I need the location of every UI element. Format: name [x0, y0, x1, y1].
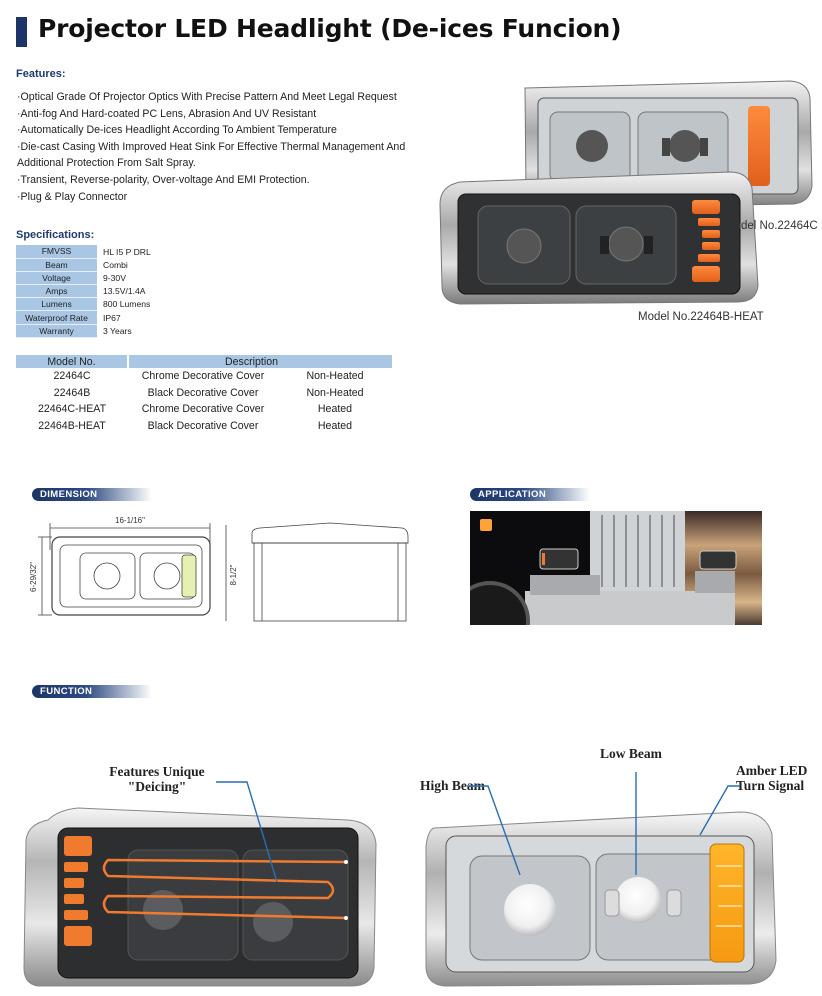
spec-row: Amps 13.5V/1.4A	[16, 284, 151, 299]
model-heat: Heated	[317, 403, 353, 416]
spec-key: Lumens	[16, 297, 97, 312]
spec-row: Voltage 9-30V	[16, 271, 151, 286]
callout-low-beam: Low Beam	[600, 746, 662, 761]
model-no: 22464B	[53, 386, 91, 399]
application-photo-truck	[470, 511, 762, 625]
model-description: Black Decorative Cover	[147, 419, 259, 432]
spec-row: Beam Combi	[16, 258, 151, 272]
column-header-heat	[278, 355, 392, 368]
model-heat: Non-Heated	[306, 370, 364, 383]
caption-model-22464b-heat: Model No.22464B-HEAT	[638, 311, 764, 323]
table-row: 22464B-HEAT Black Decorative Cover Heated	[16, 418, 392, 435]
feature-item: Plug & Play Connector	[17, 189, 405, 206]
caption-model-22464c: Model No.22464C	[725, 220, 818, 232]
headlight-black-front	[439, 171, 759, 305]
feature-item: Anti-fog And Hard-coated PC Lens, Abrasi…	[17, 106, 405, 123]
feature-item-continuation: Additional Protection From Salt Spray.	[17, 157, 196, 170]
callout-turn-line1: Amber LED	[736, 763, 808, 778]
column-header-description: Description	[128, 355, 278, 368]
models-table: Model No. Description 22464C Chrome Decor…	[16, 355, 392, 434]
model-heat: Non-Heated	[306, 386, 364, 399]
model-no: 22464B-HEAT	[38, 419, 106, 432]
spec-value: 3 Years	[103, 325, 132, 336]
page-title: Projector LED Headlight (De-ices Funcion…	[38, 14, 622, 43]
section-label-function: FUNCTION	[32, 685, 152, 698]
model-no: 22464C	[53, 370, 91, 383]
spec-value: 800 Lumens	[103, 299, 151, 310]
dimension-depth-label: 8-1/2"	[229, 564, 238, 585]
spec-value: IP67	[103, 312, 121, 323]
spec-value: Combi	[103, 259, 128, 270]
model-description: Chrome Decorative Cover	[141, 370, 265, 383]
models-header-row: Model No. Description	[16, 355, 392, 368]
feature-item: Automatically De-ices Headlight Accordin…	[17, 122, 405, 139]
table-row: 22464B Black Decorative Cover Non-Heated	[16, 385, 392, 402]
function-photo-chrome-headlight	[425, 811, 777, 987]
spec-key: FMVSS	[16, 245, 97, 259]
model-description: Black Decorative Cover	[147, 386, 259, 399]
spec-value: 9-30V	[103, 272, 126, 283]
callout-deicing-line2: "Deicing"	[127, 779, 187, 794]
feature-item: Die-cast Casing With Improved Heat Sink …	[17, 139, 406, 156]
model-no: 22464C-HEAT	[37, 403, 107, 416]
deicing-heating-wire	[102, 858, 347, 920]
product-photo-headlights	[439, 80, 813, 305]
headlight-chrome-rear	[524, 80, 813, 209]
callout-deicing: Features Unique "Deicing"	[102, 764, 212, 794]
spec-key: Waterproof Rate	[16, 310, 97, 325]
spec-row: FMVSS HL I5 P DRL	[16, 245, 151, 259]
spec-value: 13.5V/1.4A	[103, 286, 146, 297]
features-list: Optical Grade Of Projector Optics With P…	[17, 89, 405, 205]
spec-row: Lumens 800 Lumens	[16, 297, 151, 312]
features-heading: Features:	[16, 68, 66, 80]
callout-turn-line2: Turn Signal	[736, 778, 805, 793]
dimension-height-label: 6-29/32"	[30, 562, 38, 592]
spec-key: Amps	[16, 284, 97, 299]
feature-item: Optical Grade Of Projector Optics With P…	[17, 89, 405, 106]
callout-high-beam: High Beam	[420, 778, 485, 793]
dimension-drawing: 16-1/16" 6-29/32" 8-1/2"	[30, 516, 409, 622]
model-heat: Heated	[317, 419, 353, 432]
column-header-model: Model No.	[16, 355, 129, 368]
feature-item: Transient, Reverse-polarity, Over-voltag…	[17, 172, 405, 189]
model-description: Chrome Decorative Cover	[141, 403, 265, 416]
spec-row: Warranty 3 Years	[16, 324, 151, 338]
spec-key: Warranty	[16, 324, 97, 338]
spec-key: Voltage	[16, 271, 97, 286]
spec-value: HL I5 P DRL	[103, 246, 151, 257]
specifications-heading: Specifications:	[16, 229, 95, 241]
callout-turn-signal: Amber LED Turn Signal	[736, 763, 807, 793]
spec-row: Waterproof Rate IP67	[16, 310, 151, 325]
spec-key: Beam	[16, 258, 97, 272]
table-row: 22464C Chrome Decorative Cover Non-Heated	[16, 368, 392, 385]
callout-deicing-line1: Features Unique	[109, 764, 205, 779]
table-row: 22464C-HEAT Chrome Decorative Cover Heated	[16, 401, 392, 418]
section-label-dimension: DIMENSION	[32, 488, 152, 501]
title-accent-bar	[16, 17, 27, 47]
function-photo-deicing-headlight	[23, 807, 377, 987]
dimension-width-label: 16-1/16"	[115, 516, 145, 525]
section-label-application: APPLICATION	[470, 488, 590, 501]
